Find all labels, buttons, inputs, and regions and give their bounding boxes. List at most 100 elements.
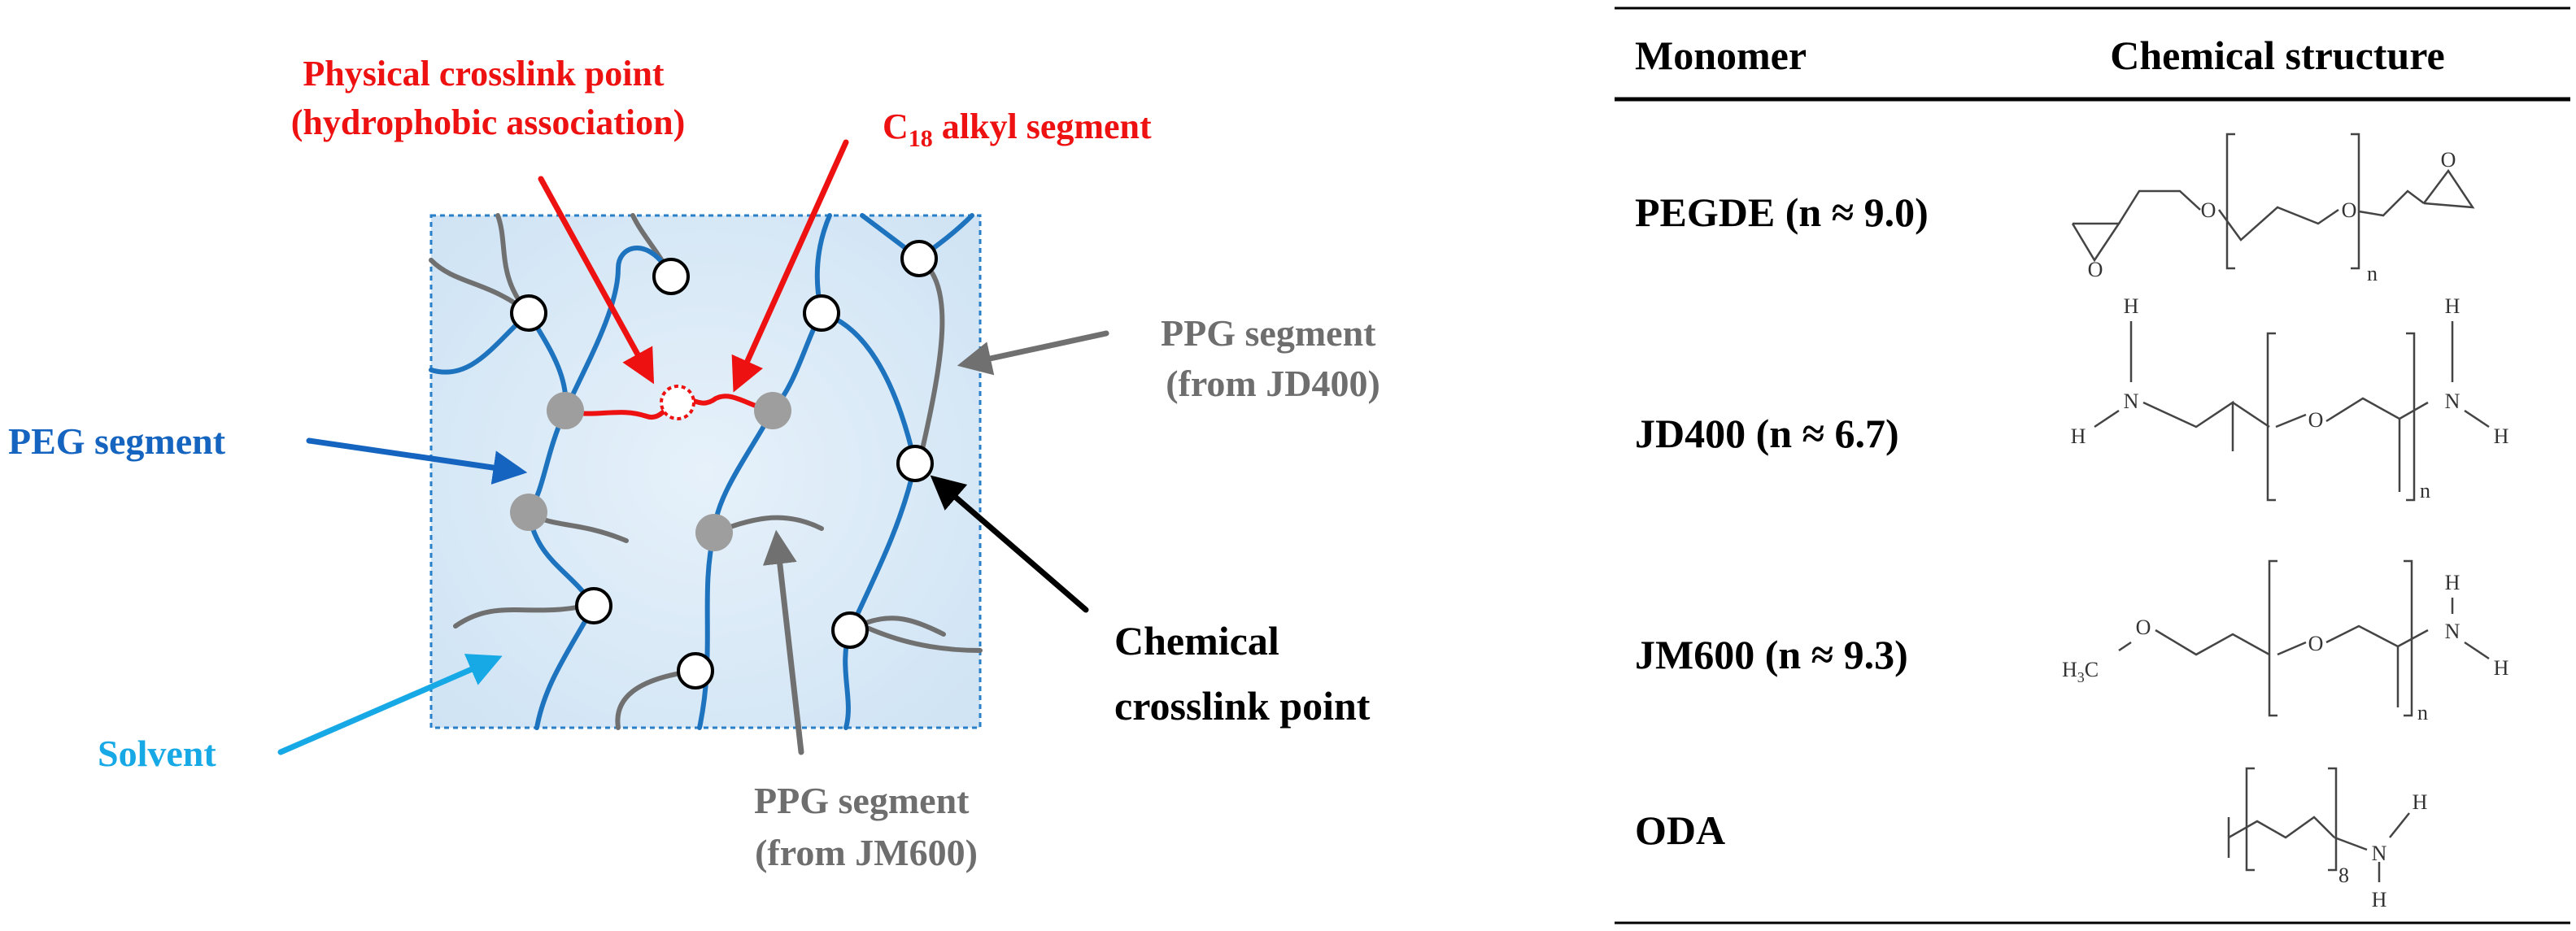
oda-chain [2228,816,2335,839]
jm600-h3c-3: 3 [2077,669,2085,685]
jd400-n-bond [2399,401,2429,420]
jd400-n-subscript: n [2420,479,2430,502]
ppg-jm600-label-line1: PPG segment [754,780,970,821]
row-pegde-monomer: PEGDE (n ≈ 9.0) [1635,189,1929,235]
jm600-chain-mid [2277,641,2307,656]
row-oda-monomer: ODA [1635,807,1725,853]
jm600-bracket-left [2268,559,2277,717]
alkyl-suffix: alkyl segment [933,107,1152,146]
ppg-jd400-arrow [957,330,1109,376]
pegde-bracket-left [2225,133,2235,270]
jm600-o1: O [2136,616,2151,639]
header-monomer: Monomer [1635,33,1807,78]
jm600-chain-left [2118,641,2132,652]
chemical-crosslink-dot [677,652,714,690]
jm600-h-right-bond [2464,641,2490,660]
pegde-o3: O [2088,258,2103,281]
ppg-segment-line [453,603,588,629]
alkyl-subscript: 18 [909,125,933,152]
jd400-h1: H [2124,294,2139,318]
peg-segment-label: PEG segment [8,420,226,462]
pegde-o4: O [2441,148,2456,172]
pegde-chain-left [2117,189,2201,224]
callout-arrows [277,139,1109,755]
alkyl-prefix: C [883,107,909,146]
peg-segment-arrow [306,437,528,485]
oda-h2: H [2372,888,2387,911]
row-jd400-monomer: JD400 (n ≈ 6.7) [1635,411,1899,456]
jm600-n-subscript: n [2417,701,2428,724]
jd400-h4: H [2494,424,2509,448]
jd400-bracket-right [2406,332,2416,502]
chemical-crosslink-dot [896,445,934,482]
jd400-o: O [2308,408,2324,432]
jm600-structure [2118,559,2490,717]
jd400-chain-a [2232,401,2270,429]
pegde-structure [2071,133,2475,270]
peg-segment-line [848,461,918,633]
physical-crosslink-label-line1: Physical crosslink point [303,54,665,94]
jm600-h3c-c: C [2085,658,2099,681]
pegde-epoxide-left [2071,222,2121,263]
jm600-h3c: H3C [2062,658,2099,685]
oda-structure [2227,767,2410,882]
jm600-h2: H [2494,656,2509,680]
chemical-crosslink-label-line1: Chemical [1114,618,1279,663]
header-chemical-structure: Chemical structure [2110,33,2444,78]
physical-crosslink-arrow [538,176,655,385]
ppg-junction-dot [695,514,733,551]
chemical-crosslink-dot [803,294,840,332]
pegde-chain-right [2358,189,2425,217]
pegde-epoxide-right [2423,168,2475,209]
jd400-n2: N [2445,389,2460,413]
jd400-chain-mid [2275,413,2307,429]
chemical-crosslink-dot [652,258,690,295]
row-jm600-monomer: JM600 (n ≈ 9.3) [1635,632,1908,677]
jd400-chain-mid2 [2325,397,2401,492]
ppg-junction-dot [547,392,584,429]
monomer-table: Monomer Chemical structure PEGDE (n ≈ 9.… [1615,7,2570,924]
chemical-crosslink-dot [831,611,869,649]
jm600-h1: H [2445,571,2460,594]
jd400-chain-left [2142,400,2234,451]
oda-h1: H [2413,790,2428,814]
solvent-label: Solvent [98,733,216,774]
alkyl-segment-arrow [731,139,849,393]
chemical-crosslink-label: Chemical crosslink point [1114,618,1371,729]
jm600-n-bond [2397,629,2429,648]
ppg-junction-dot [510,494,547,531]
peg-segment-line [563,246,673,413]
pegde-o1: O [2201,198,2216,222]
jm600-bracket-right [2404,559,2413,717]
ppg-jd400-label: PPG segment (from JD400) [1161,312,1385,404]
ppg-junctions [510,392,791,551]
jm600-n: N [2445,620,2460,643]
physical-crosslink-label: Physical crosslink point (hydrophobic as… [291,54,686,142]
jd400-h-left-bond [2094,409,2120,429]
jd400-h-right-bond [2464,409,2490,429]
ppg-jm600-arrow [762,529,804,755]
chemical-crosslink-label-line2: crosslink point [1114,683,1371,729]
chemical-crosslink-arrow [930,475,1089,613]
jm600-h3c-h: H [2062,658,2077,681]
jd400-bracket-left [2266,332,2276,502]
alkyl-segment-label: C18 alkyl segment [883,107,1152,152]
oda-n-bond [2334,836,2368,851]
physical-crosslink-circle [660,385,695,420]
ppg-jd400-label-line2: (from JD400) [1166,363,1380,404]
jd400-structure [2094,321,2490,502]
chemical-crosslink-dot [900,240,938,277]
jm600-chain-a [2155,629,2270,656]
oda-h-top-bond [2389,812,2410,838]
pegde-o2: O [2342,198,2357,222]
network-schematic: Physical crosslink point (hydrophobic as… [8,54,1385,873]
chemical-crosslink-dot [575,587,612,624]
jd400-h3: H [2445,294,2460,318]
oda-bracket-right [2328,767,2338,872]
solvent-arrow [277,654,503,755]
jm600-o2: O [2308,632,2324,655]
oda-n: N [2372,842,2387,865]
jd400-h2: H [2071,424,2086,448]
chemical-crosslink-dot [510,294,547,332]
